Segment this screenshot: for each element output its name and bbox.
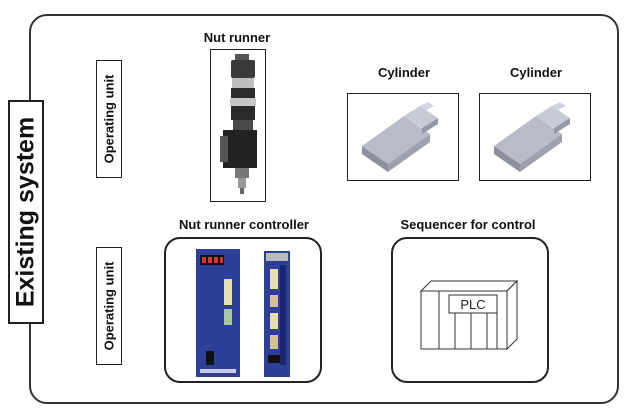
plc-icon: PLC <box>419 279 519 351</box>
sequencer-caption: Sequencer for control <box>400 217 536 232</box>
operating-unit-label-top: Operating unit <box>96 60 122 178</box>
cylinder-box-2 <box>479 93 591 181</box>
operating-unit-label-bottom: Operating unit <box>96 247 122 365</box>
cylinder-icon <box>494 102 570 172</box>
cylinder-caption-2: Cylinder <box>509 65 562 80</box>
existing-system-label: Existing system <box>8 100 44 324</box>
existing-system-text: Existing system <box>11 116 40 308</box>
controller-icon <box>196 249 290 377</box>
plc-label: PLC <box>460 297 485 312</box>
operating-unit-text: Operating unit <box>101 261 117 351</box>
nut-runner-box <box>210 49 266 202</box>
sequencer-box: PLC <box>391 237 549 383</box>
cylinder-caption-1: Cylinder <box>377 65 430 80</box>
nut-runner-controller-caption: Nut runner controller <box>178 217 309 232</box>
nut-runner-controller-box <box>164 237 322 383</box>
nut-runner-caption: Nut runner <box>203 30 271 45</box>
nut-runner-icon <box>220 54 257 194</box>
cylinder-box-1 <box>347 93 459 181</box>
operating-unit-text: Operating unit <box>101 74 117 164</box>
cylinder-icon <box>362 102 438 172</box>
